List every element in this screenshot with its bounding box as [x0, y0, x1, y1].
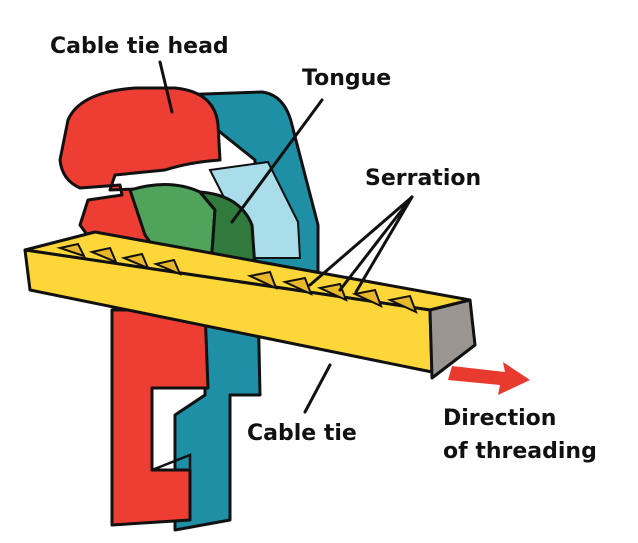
label-serration: Serration [365, 166, 481, 191]
label-direction-line1: Direction [443, 406, 556, 431]
label-cable-tie-head: Cable tie head [50, 34, 229, 59]
serration-teeth [56, 242, 418, 314]
label-tongue: Tongue [302, 66, 391, 91]
cable-tie-strap [23, 230, 477, 380]
arrow-right-icon [448, 362, 530, 395]
label-cable-tie: Cable tie [247, 421, 357, 446]
leader-lines [158, 60, 414, 414]
label-direction-line2: of threading [443, 439, 597, 464]
